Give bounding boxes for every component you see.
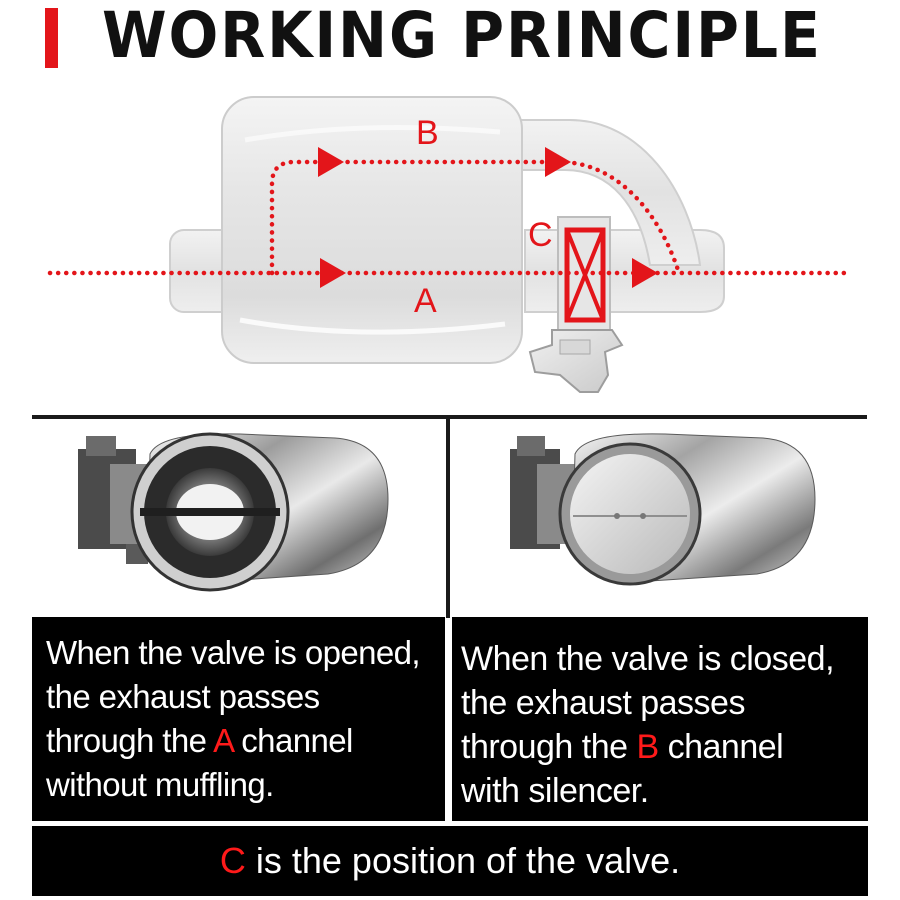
caption-line: When the valve is closed, [461, 640, 835, 678]
divider-top [32, 415, 867, 419]
label-a: A [414, 282, 437, 320]
caption-line: with silencer. [461, 772, 649, 810]
caption-line: the exhaust passes [461, 684, 745, 722]
label-b: B [416, 114, 439, 152]
caption-valve-opened: When the valve is opened, the exhaust pa… [32, 617, 445, 821]
channel-b-highlight: B [636, 728, 659, 766]
muffler-diagram: B C A [0, 80, 900, 410]
channel-a-highlight: A [213, 722, 233, 759]
valve-c-highlight: C [219, 840, 246, 881]
caption-line: When the valve is opened, [46, 634, 421, 671]
valve-position-c [564, 227, 606, 323]
caption-text: channel [658, 728, 784, 766]
caption-line: without muffling. [46, 766, 274, 803]
caption-text: through the [46, 722, 214, 759]
caption-valve-closed: When the valve is closed, the exhaust pa… [452, 617, 868, 821]
page-title: WORKING PRINCIPLE [102, 0, 822, 72]
valve-closed-icon [505, 424, 835, 616]
label-c: C [528, 216, 553, 254]
caption-line: through the B channel [461, 725, 868, 769]
valve-open-icon [70, 424, 400, 616]
caption-text: channel [232, 722, 353, 759]
caption-line: through the A channel [46, 719, 445, 763]
caption-line: the exhaust passes [46, 678, 320, 715]
channel-a-path [47, 258, 848, 288]
channel-b-path [269, 147, 681, 276]
footer-valve-position: C is the position of the valve. [32, 826, 868, 896]
muffler-body [221, 96, 523, 364]
header-accent-bar [45, 8, 58, 68]
header: WORKING PRINCIPLE [0, 0, 900, 92]
footer-text: is the position of the valve. [245, 840, 681, 881]
divider-middle [446, 418, 450, 618]
caption-text: through the [461, 728, 637, 766]
